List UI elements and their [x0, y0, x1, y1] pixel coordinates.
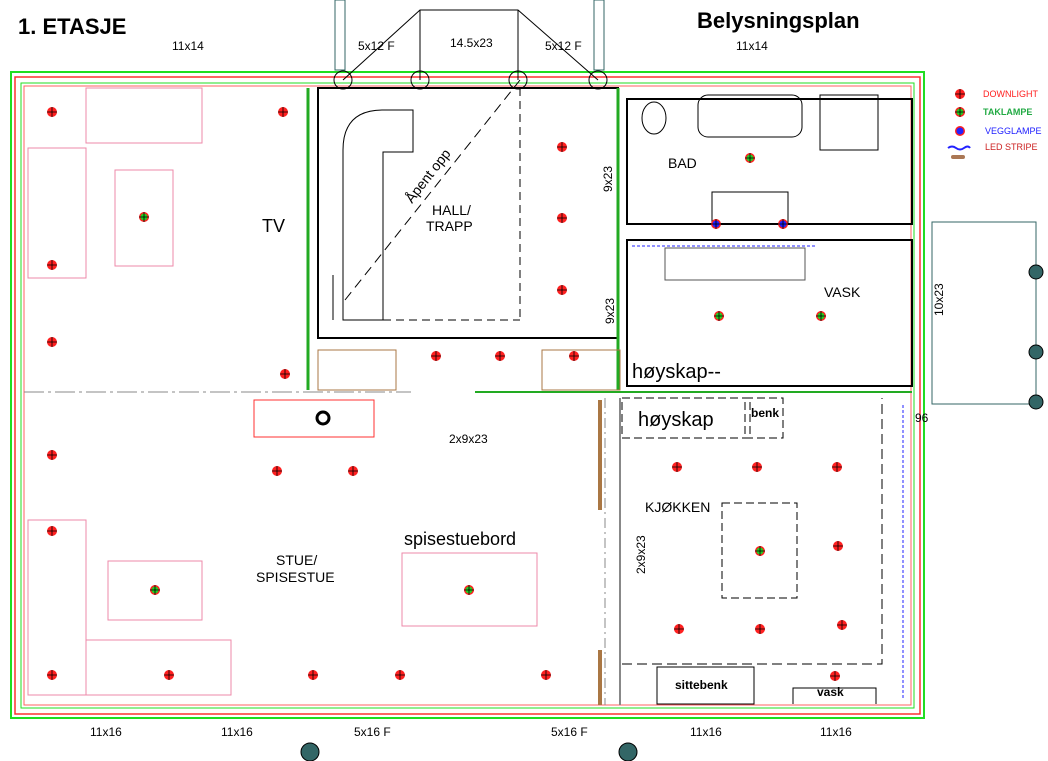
benk-label: benk — [751, 406, 779, 420]
downlight-icon — [47, 670, 57, 680]
dim-label: 2x9x23 — [634, 535, 648, 574]
vegglampe-icon — [955, 126, 965, 136]
legend-label: TAKLAMPE — [983, 107, 1032, 117]
dim-label: 96 — [915, 411, 929, 425]
downlight-icon — [832, 462, 842, 472]
downlight-icon — [348, 466, 358, 476]
legend: DOWNLIGHT TAKLAMPE VEGGLAMPE LED STRIPE — [947, 89, 1042, 159]
vegglampe-icon — [778, 219, 788, 229]
led-stripe-icon — [947, 145, 971, 159]
downlight-icon — [280, 369, 290, 379]
downlight-icon — [47, 107, 57, 117]
room-living: STUE/ — [276, 552, 317, 568]
hoyskap-label: høyskap — [638, 409, 714, 431]
sittebenk-label: sittebenk — [675, 678, 728, 692]
dim-label: 5x16 F — [551, 725, 588, 739]
downlight-icon — [557, 142, 567, 152]
downlight-icon — [672, 462, 682, 472]
downlight-icon — [164, 670, 174, 680]
dim-label: 9x23 — [603, 298, 617, 324]
open-above-label: Åpent opp — [402, 146, 454, 206]
dim-label: 11x16 — [690, 725, 722, 739]
downlight-icon — [955, 89, 965, 99]
room-kitchen: KJØKKEN — [645, 499, 710, 515]
downlight-icon — [837, 620, 847, 630]
outer-walls — [10, 71, 925, 719]
plan-title: Belysningsplan — [697, 8, 860, 33]
downlight-icon — [272, 466, 282, 476]
taklampe-icon — [714, 311, 724, 321]
downlight-icon — [47, 337, 57, 347]
taklampe-icon — [955, 107, 965, 117]
dim-label: 2x9x23 — [449, 432, 488, 446]
room-tv: TV — [262, 216, 285, 236]
room-bad: BAD — [668, 155, 697, 171]
downlight-icon — [833, 541, 843, 551]
vegglampe-icon — [711, 219, 721, 229]
downlight-icon — [495, 351, 505, 361]
dim-label: 11x16 — [221, 725, 253, 739]
dim-label: 5x12 F — [545, 39, 582, 53]
taklampe-icon — [150, 585, 160, 595]
dim-label: 11x16 — [90, 725, 122, 739]
dim-label: 14.5x23 — [450, 36, 493, 50]
downlight-icon — [755, 624, 765, 634]
floor-title: 1. ETASJE — [18, 14, 126, 39]
legend-label: VEGGLAMPE — [985, 126, 1042, 136]
downlight-icon — [752, 462, 762, 472]
dim-label: 11x14 — [172, 39, 204, 53]
room-vask: VASK — [824, 284, 861, 300]
downlight-icon — [557, 213, 567, 223]
room-hall: HALL/ — [432, 202, 471, 218]
dim-label: 5x16 F — [354, 725, 391, 739]
room-hall: TRAPP — [426, 218, 473, 234]
downlight-icon — [47, 526, 57, 536]
dim-label: 10x23 — [932, 283, 946, 316]
downlight-icon — [557, 285, 567, 295]
legend-label: DOWNLIGHT — [983, 89, 1039, 99]
hoyskap-label: høyskap-- — [632, 361, 721, 383]
taklampe-icon — [464, 585, 474, 595]
legend-label: LED STRIPE — [985, 142, 1038, 152]
downlight-icon — [278, 107, 288, 117]
downlight-icon — [47, 260, 57, 270]
downlight-icon — [569, 351, 579, 361]
interior-walls — [24, 0, 1044, 761]
light-fixtures — [47, 107, 847, 681]
downlight-icon — [431, 351, 441, 361]
taklampe-icon — [139, 212, 149, 222]
dining-table-label: spisestuebord — [404, 529, 516, 549]
taklampe-icon — [816, 311, 826, 321]
downlight-icon — [541, 670, 551, 680]
dim-label: 9x23 — [601, 166, 615, 192]
downlight-icon — [674, 624, 684, 634]
sink-label: vask — [817, 685, 844, 699]
taklampe-icon — [745, 153, 755, 163]
taklampe-icon — [755, 546, 765, 556]
downlight-icon — [830, 671, 840, 681]
downlight-icon — [308, 670, 318, 680]
dim-label: 11x16 — [820, 725, 852, 739]
dim-label: 5x12 F — [358, 39, 395, 53]
dim-label: 11x14 — [736, 39, 768, 53]
downlight-icon — [47, 450, 57, 460]
downlight-icon — [395, 670, 405, 680]
room-living: SPISESTUE — [256, 569, 335, 585]
